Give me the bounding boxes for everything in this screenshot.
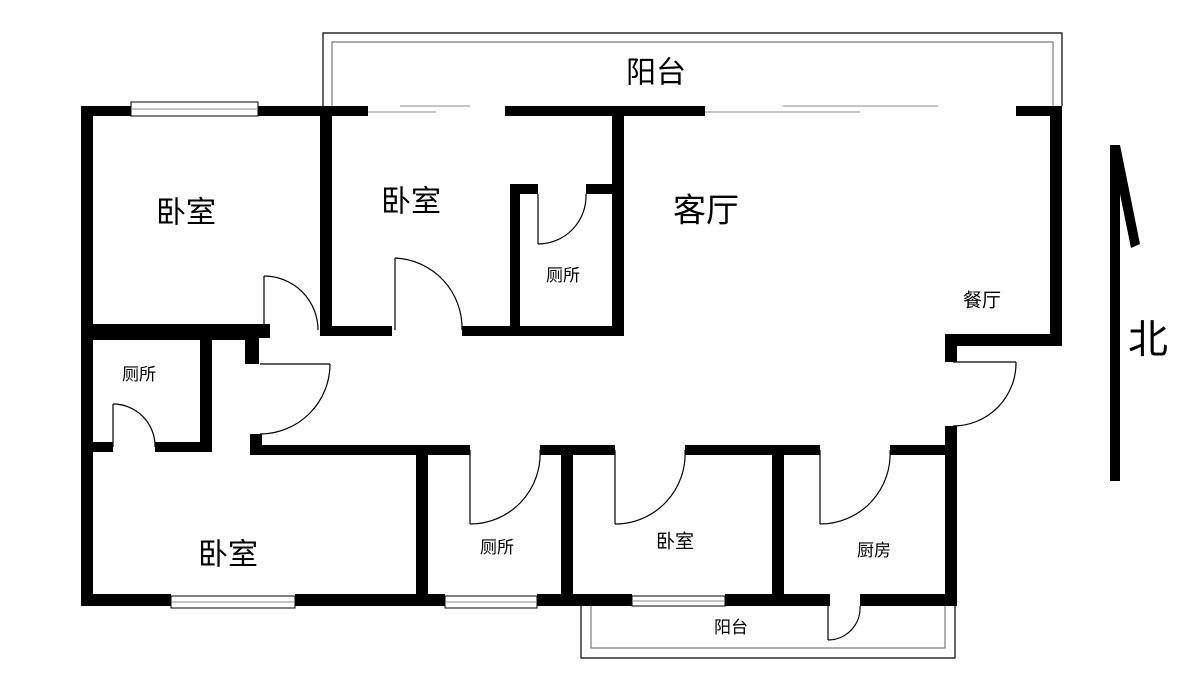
label-balcony-top: 阳台 bbox=[626, 56, 686, 91]
label-balcony-bottom: 阳台 bbox=[714, 618, 748, 638]
windows bbox=[130, 101, 938, 609]
label-toilet-top: 厕所 bbox=[546, 266, 580, 286]
balcony-top-outline bbox=[322, 32, 1063, 106]
north-arrow-icon bbox=[1110, 145, 1140, 481]
label-bedroom-bottom-middle: 卧室 bbox=[656, 531, 694, 553]
walls bbox=[81, 106, 1062, 606]
balcony-bottom-outline bbox=[580, 604, 956, 659]
compass-north-label: 北 bbox=[1128, 317, 1168, 363]
label-toilet-bottom: 厕所 bbox=[480, 538, 514, 558]
label-bedroom-bottom-left: 卧室 bbox=[198, 538, 258, 573]
label-living-room: 客厅 bbox=[673, 191, 739, 230]
doors bbox=[112, 193, 1017, 641]
label-kitchen: 厨房 bbox=[857, 541, 891, 561]
label-dining-room: 餐厅 bbox=[963, 290, 1001, 312]
label-bedroom-top-left: 卧室 bbox=[156, 196, 216, 231]
label-toilet-left: 厕所 bbox=[122, 365, 156, 385]
label-bedroom-top-middle: 卧室 bbox=[381, 185, 441, 220]
